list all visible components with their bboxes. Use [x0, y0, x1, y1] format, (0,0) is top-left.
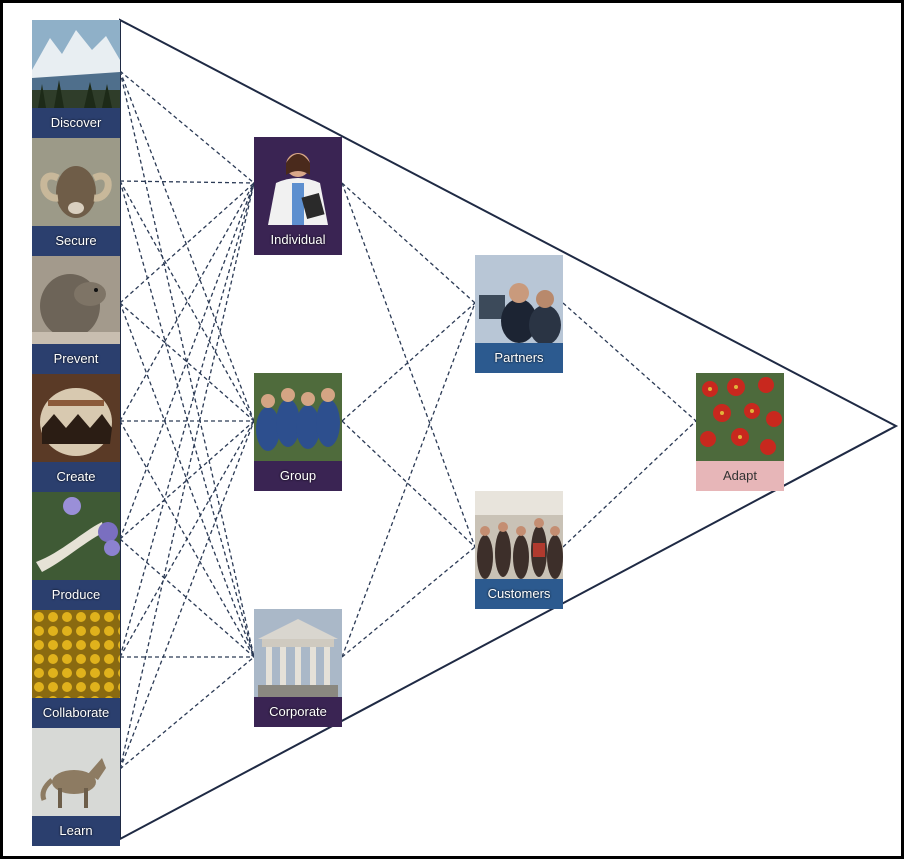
ram-icon	[32, 138, 120, 226]
connector-discover-individual	[119, 70, 255, 184]
connector-create-individual	[119, 182, 255, 422]
enclosing-triangle	[119, 18, 899, 841]
crowd-icon	[475, 491, 563, 579]
connector-produce-individual	[119, 182, 255, 540]
node-learn: Learn	[32, 728, 120, 846]
connector-produce-corporate	[119, 538, 255, 658]
connector-corporate-customers	[341, 546, 476, 658]
marmot-icon	[32, 256, 120, 344]
connector-partners-adapt	[562, 302, 697, 422]
flower-icon	[32, 492, 120, 580]
connector-secure-group	[119, 180, 255, 422]
connector-discover-corporate	[119, 70, 255, 658]
team-icon	[254, 373, 342, 461]
pottery-icon	[32, 374, 120, 462]
node-label: Individual	[270, 232, 326, 247]
node-label: Group	[279, 468, 317, 483]
connector-prevent-corporate	[119, 302, 255, 658]
node-label: Customers	[487, 586, 551, 601]
connector-learn-corporate	[119, 656, 255, 770]
connector-customers-adapt	[562, 420, 697, 548]
diagram-canvas: Discover Secure Prevent	[3, 3, 901, 856]
connector-produce-group	[119, 420, 255, 540]
node-label: Adapt	[723, 468, 757, 483]
node-label: Create	[56, 469, 96, 484]
node-collaborate: Collaborate	[32, 610, 120, 728]
node-label: Collaborate	[42, 705, 110, 720]
yellow-flowers-icon	[32, 610, 120, 698]
doctor-icon	[254, 137, 342, 225]
business-meeting-icon	[475, 255, 563, 343]
node-produce: Produce	[32, 492, 120, 610]
building-icon	[254, 609, 342, 697]
connector-group-customers	[341, 420, 476, 548]
node-group: Group	[254, 373, 342, 491]
node-label: Prevent	[53, 351, 99, 366]
connector-individual-partners	[341, 182, 476, 304]
node-label: Discover	[50, 115, 102, 130]
node-label: Partners	[494, 350, 544, 365]
coyote-icon	[32, 728, 120, 816]
cactus-flower-icon	[696, 373, 784, 461]
connector-group-partners	[341, 302, 476, 422]
node-create: Create	[32, 374, 120, 492]
connector-layer	[119, 18, 899, 841]
connector-collaborate-group	[119, 420, 255, 658]
connector-learn-individual	[119, 182, 255, 770]
connector-learn-group	[119, 420, 255, 770]
node-discover: Discover	[32, 20, 120, 138]
connector-collaborate-individual	[119, 182, 255, 658]
node-label: Corporate	[269, 704, 327, 719]
connector-secure-individual	[119, 180, 255, 184]
node-label: Produce	[51, 587, 101, 602]
node-partners: Partners	[475, 255, 563, 373]
connector-discover-group	[119, 70, 255, 422]
node-label: Secure	[55, 233, 97, 248]
connector-corporate-partners	[341, 302, 476, 658]
node-customers: Customers	[475, 491, 563, 609]
mountain-lake-icon	[32, 20, 120, 108]
node-individual: Individual	[254, 137, 342, 255]
node-label: Learn	[59, 823, 93, 838]
node-prevent: Prevent	[32, 256, 120, 374]
connector-prevent-group	[119, 302, 255, 422]
node-secure: Secure	[32, 138, 120, 256]
node-corporate: Corporate	[254, 609, 342, 727]
node-adapt: Adapt	[696, 373, 784, 491]
connector-prevent-individual	[119, 182, 255, 304]
connector-individual-customers	[341, 182, 476, 548]
